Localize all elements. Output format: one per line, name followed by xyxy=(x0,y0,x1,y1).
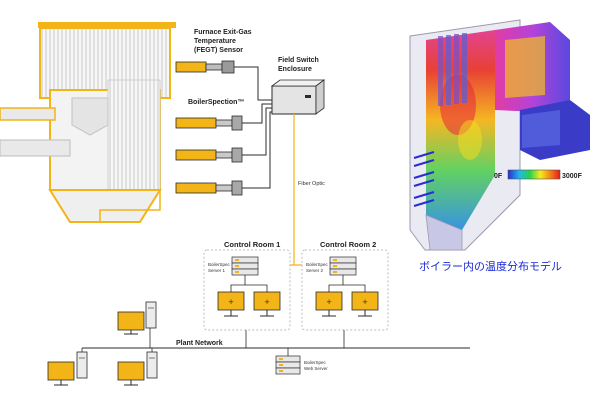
sensor-unit xyxy=(175,147,243,163)
svg-text:+: + xyxy=(228,298,234,306)
tube-bank xyxy=(107,79,161,191)
boilerspection-label: BoilerSpection™ xyxy=(188,99,244,106)
thermal-model: 0F 3000F xyxy=(409,19,590,251)
boiler-hopper xyxy=(48,189,162,223)
fegt-sensor-connector xyxy=(221,60,235,74)
plant-network: Plant Network xyxy=(47,301,470,386)
fegt-sensor-head xyxy=(205,63,223,71)
switch-box xyxy=(271,85,317,115)
svg-text:+: + xyxy=(326,298,332,306)
svg-text:+: + xyxy=(264,298,270,306)
fegt-label: Furnace Exit-Gas Temperature (FEGT) Sens… xyxy=(194,29,254,54)
convection-hot-zone xyxy=(505,36,545,98)
workstation xyxy=(47,351,88,386)
monitor: + xyxy=(253,291,281,317)
duct-lower xyxy=(0,139,71,157)
tube-panels xyxy=(438,33,467,106)
monitor: + xyxy=(217,291,245,317)
control-room-2-label: Control Room 2 xyxy=(320,240,376,249)
thermal-model-caption: ボイラー内の温度分布モデル xyxy=(419,259,562,273)
svg-text:+: + xyxy=(362,298,368,306)
workstation xyxy=(117,301,157,335)
web-server xyxy=(275,355,301,375)
control-room-1-label: Control Room 1 xyxy=(224,240,280,249)
temperature-color-scale xyxy=(507,169,561,180)
fegt-sensor: Furnace Exit-Gas Temperature (FEGT) Sens… xyxy=(175,29,254,74)
duct-upper xyxy=(0,107,56,121)
switch-box-side xyxy=(315,79,325,115)
sensor-unit xyxy=(175,115,243,131)
boilerspection-sensors xyxy=(175,115,243,196)
field-switch-enclosure: Field Switch Enclosure xyxy=(270,57,326,115)
plant-network-label: Plant Network xyxy=(176,340,223,347)
switch-indicator xyxy=(305,95,311,98)
sensor-unit xyxy=(175,180,243,196)
fiber-optic-label: Fiber Optic xyxy=(298,181,325,187)
scale-max-label: 3000F xyxy=(562,173,583,180)
web-server-label: BoilerSpec Web Server xyxy=(304,360,328,371)
control-room-2: Control Room 2 BoilerSpec Server 2 + + xyxy=(301,240,389,331)
sensor-wiring xyxy=(99,66,272,222)
switch-box-top xyxy=(270,79,326,87)
boiler-nose xyxy=(71,97,109,136)
server-stack xyxy=(329,256,357,276)
warm-zone xyxy=(458,120,482,160)
control-room-1: Control Room 1 BoilerSpec Server 1 + + xyxy=(203,240,291,331)
model-hopper xyxy=(425,214,463,251)
server-stack xyxy=(231,256,259,276)
field-switch-label: Field Switch Enclosure xyxy=(278,57,321,73)
fegt-sensor-body xyxy=(175,61,207,73)
scale-min-label: 0F xyxy=(494,173,503,180)
top-header xyxy=(38,22,176,28)
burner-nozzles xyxy=(413,151,435,207)
server-2-label: BoilerSpec Server 2 xyxy=(306,262,329,273)
back-pass-inner xyxy=(522,110,560,148)
server-1-label: BoilerSpec Server 1 xyxy=(208,262,231,273)
workstation xyxy=(117,351,158,386)
boiler-illustration xyxy=(0,22,176,223)
